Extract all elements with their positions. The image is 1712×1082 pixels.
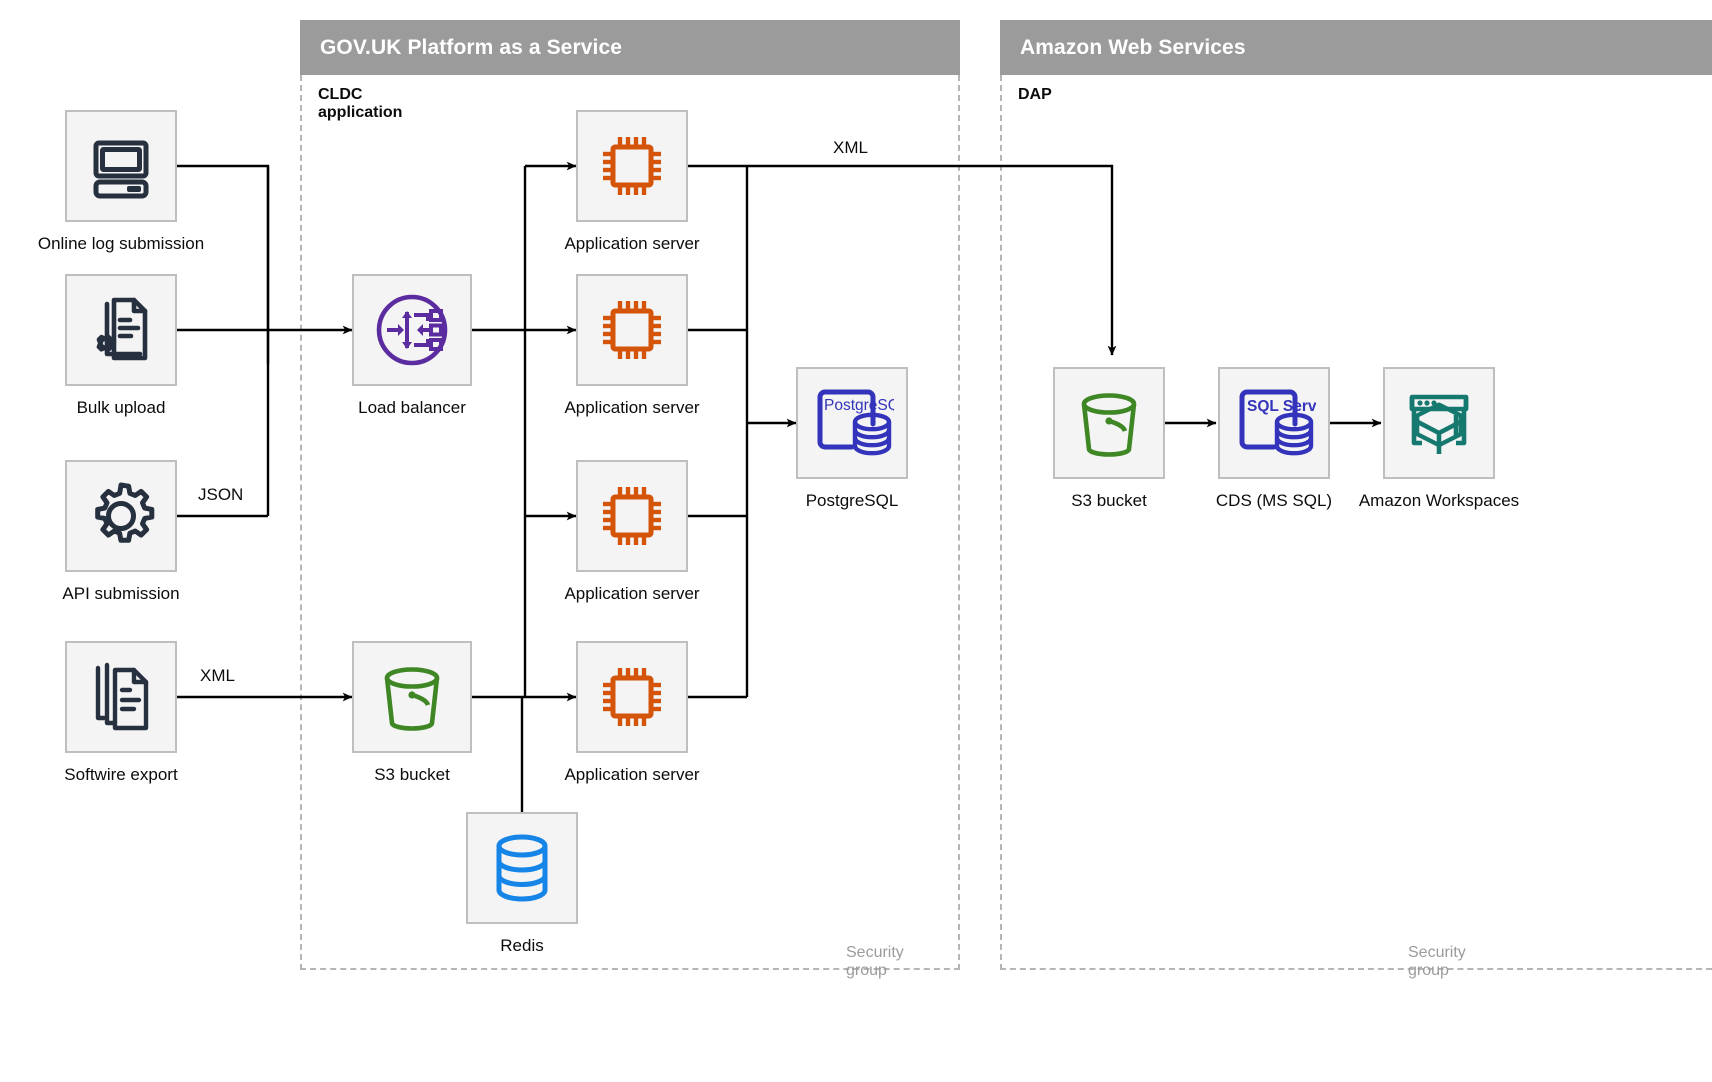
node-amazon-workspaces[interactable]: Amazon Workspaces: [1359, 367, 1519, 510]
caption-redis: Redis: [500, 936, 544, 955]
amazon-workspaces-icon: [1409, 394, 1469, 454]
caption-softwire-export: Softwire export: [64, 765, 178, 784]
group-sublabel-cldc-application: CLDC application: [318, 86, 403, 121]
document-stack-icon: [95, 662, 149, 731]
sql-server-badge-text: SQL Server: [1247, 398, 1316, 415]
caption-postgresql: PostgreSQL: [805, 491, 899, 510]
security-group-label-aws: Security group: [1408, 944, 1466, 979]
node-online-log-submission[interactable]: Online log submission: [38, 110, 204, 253]
edge-label-json: JSON: [198, 485, 244, 504]
node-s3-bucket-paas[interactable]: S3 bucket: [352, 641, 472, 784]
sql-server-database-icon: SQL Server: [1239, 389, 1316, 456]
tile-online-log-submission: [65, 110, 177, 222]
group-body-govuk-paas: [300, 75, 960, 970]
tile-cds-ms-sql: SQL Server: [1218, 367, 1330, 479]
load-balancer-icon: [376, 294, 448, 366]
gear-icon: [95, 482, 155, 543]
tile-s3-bucket-paas: [352, 641, 472, 753]
node-postgresql[interactable]: PostgreSQL PostgreSQL: [796, 367, 908, 510]
node-cds-ms-sql[interactable]: SQL Server CDS (MS SQL): [1216, 367, 1332, 510]
edge-label-xml-appserver: XML: [833, 138, 868, 157]
node-softwire-export[interactable]: Softwire export: [64, 641, 178, 784]
node-api-submission[interactable]: API submission: [62, 460, 180, 603]
tile-load-balancer: [352, 274, 472, 386]
caption-s3-bucket-paas: S3 bucket: [374, 765, 450, 784]
postgresql-badge-text: PostgreSQL: [824, 397, 894, 414]
tile-softwire-export: [65, 641, 177, 753]
cpu-chip-icon: [603, 668, 661, 726]
edge-label-xml-softwire: XML: [200, 666, 235, 685]
caption-bulk-upload: Bulk upload: [76, 398, 166, 417]
s3-bucket-icon: [384, 667, 440, 731]
node-application-server-1[interactable]: Application server: [564, 110, 700, 253]
caption-application-server-2: Application server: [564, 398, 700, 417]
caption-s3-bucket-aws: S3 bucket: [1071, 491, 1147, 510]
caption-load-balancer: Load balancer: [358, 398, 466, 417]
tile-application-server-4: [576, 641, 688, 753]
redis-database-icon: [496, 834, 548, 902]
tile-postgresql: PostgreSQL: [796, 367, 908, 479]
document-gear-icon: [96, 297, 148, 361]
node-application-server-2[interactable]: Application server: [564, 274, 700, 417]
caption-application-server-3: Application server: [564, 584, 700, 603]
s3-bucket-icon: [1081, 393, 1137, 457]
tile-s3-bucket-aws: [1053, 367, 1165, 479]
cpu-chip-icon: [603, 301, 661, 359]
caption-api-submission: API submission: [62, 584, 180, 603]
caption-cds-ms-sql: CDS (MS SQL): [1215, 491, 1333, 510]
group-header-govuk-paas: GOV.UK Platform as a Service: [300, 20, 960, 75]
node-application-server-3[interactable]: Application server: [564, 460, 700, 603]
tile-api-submission: [65, 460, 177, 572]
caption-application-server-4: Application server: [564, 765, 700, 784]
cpu-chip-icon: [603, 137, 661, 195]
group-sublabel-dap: DAP: [1018, 86, 1052, 103]
group-header-aws: Amazon Web Services: [1000, 20, 1712, 75]
node-load-balancer[interactable]: Load balancer: [352, 274, 472, 417]
cpu-chip-icon: [603, 487, 661, 545]
caption-amazon-workspaces: Amazon Workspaces: [1358, 491, 1520, 510]
tile-application-server-1: [576, 110, 688, 222]
node-bulk-upload[interactable]: Bulk upload: [65, 274, 177, 417]
desktop-computer-icon: [93, 140, 149, 199]
tile-amazon-workspaces: [1383, 367, 1495, 479]
node-application-server-4[interactable]: Application server: [564, 641, 700, 784]
security-group-label-paas: Security group: [846, 944, 904, 979]
tile-bulk-upload: [65, 274, 177, 386]
tile-redis: [466, 812, 578, 924]
postgresql-database-icon: PostgreSQL: [817, 389, 894, 456]
node-s3-bucket-aws[interactable]: S3 bucket: [1053, 367, 1165, 510]
node-redis[interactable]: Redis: [466, 812, 578, 955]
caption-application-server-1: Application server: [564, 234, 700, 253]
tile-application-server-2: [576, 274, 688, 386]
caption-online-log-submission: Online log submission: [37, 234, 205, 253]
tile-application-server-3: [576, 460, 688, 572]
group-body-aws: [1000, 75, 1712, 970]
